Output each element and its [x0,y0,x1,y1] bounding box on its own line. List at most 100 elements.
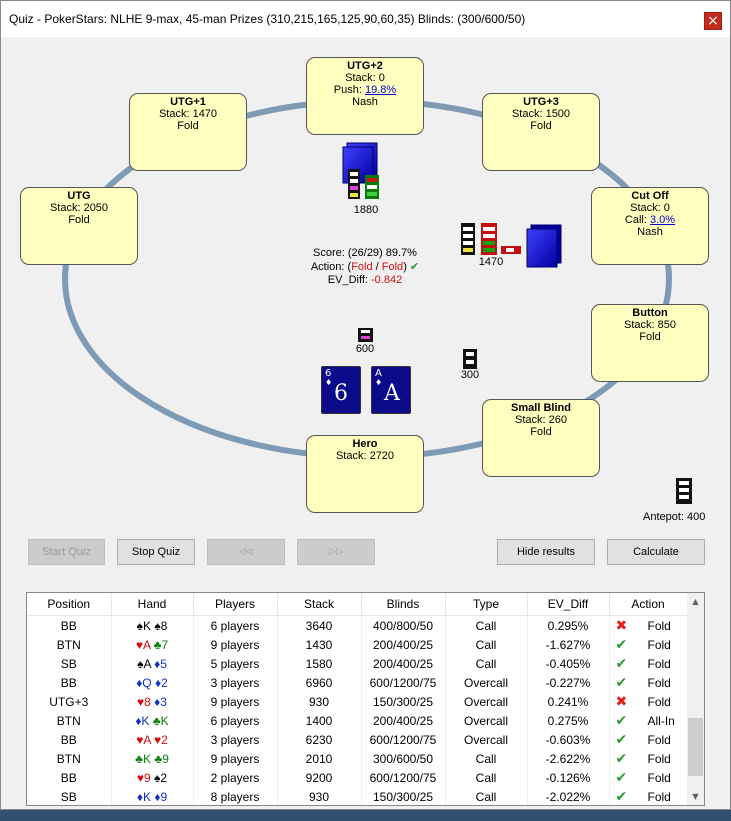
column-header-players[interactable]: Players [193,593,278,616]
cell-evdiff: -2.622% [527,749,610,768]
cell-blinds: 200/400/25 [361,654,446,673]
cutoff-chip-stack-icon [461,223,562,268]
seat-stack: Stack: 850 [624,319,676,331]
calculate-button[interactable]: Calculate [607,539,705,565]
utg2-bet-amount: 1880 [353,204,379,216]
seat-name: Small Blind [511,402,571,414]
seat-button[interactable]: Button Stack: 850 Fold [591,304,709,382]
seat-hero[interactable]: Hero Stack: 2720 [306,435,424,513]
seat-name: UTG+2 [347,60,383,72]
close-button[interactable]: × [704,12,722,30]
action-label: Fold [647,751,671,766]
column-header-hand[interactable]: Hand [111,593,194,616]
scroll-down-icon[interactable]: ▼ [692,792,699,801]
rewind-button[interactable]: ◁◁ [207,539,285,565]
check-icon: ✔ [615,769,628,786]
start-quiz-button[interactable]: Start Quiz [28,539,105,565]
seat-cutoff[interactable]: Cut Off Stack: 0 Call: 3.0% Nash [591,187,709,265]
check-icon: ✔ [615,788,628,805]
hand-card-2: ♦3 [154,694,167,709]
hand-card-1: ♦Q [136,675,152,690]
seat-name: UTG+1 [170,96,206,108]
seat-stack: Stack: 2050 [49,202,109,214]
hand-card-1: ♠A [137,656,151,671]
sb-chip-icon [463,349,477,369]
cell-position: BB [27,730,112,749]
seat-stack: Stack: 0 [630,202,670,214]
cell-action: ✔All-In [609,711,688,730]
action-label: Fold [647,789,671,804]
cell-hand: ♦K ♣K [111,711,194,730]
hand-card-2: ♦2 [155,675,168,690]
title-bar: Quiz - PokerStars: NLHE 9-max, 45-man Pr… [1,1,730,37]
column-header-type[interactable]: Type [445,593,528,616]
cell-hand: ♥9 ♠2 [111,768,194,787]
cell-type: Overcall [445,673,528,692]
push-label: Push: [333,84,365,96]
cell-blinds: 200/400/25 [361,711,446,730]
scroll-up-icon[interactable]: ▲ [692,597,699,606]
call-range-link[interactable]: 3.0% [649,214,676,226]
column-header-action[interactable]: Action [609,593,688,616]
forward-button[interactable]: ▷▷ [297,539,375,565]
action-label: Fold [647,618,671,633]
results-list[interactable]: Position Hand Players Stack Blinds Type … [26,592,705,806]
stop-quiz-button[interactable]: Stop Quiz [117,539,195,565]
column-header-evdiff[interactable]: EV_Diff [527,593,610,616]
column-header-blinds[interactable]: Blinds [361,593,446,616]
seat-utg3[interactable]: UTG+3 Stack: 1500 Fold [482,93,600,171]
cell-type: Overcall [445,730,528,749]
column-header-stack[interactable]: Stack [277,593,362,616]
cell-stack: 6960 [277,673,362,692]
column-header-position[interactable]: Position [27,593,112,616]
scroll-thumb[interactable] [688,718,703,776]
sb-bet-amount: 300 [460,369,480,381]
cell-players: 3 players [193,673,278,692]
cell-evdiff: 0.295% [527,615,610,635]
cell-position: SB [27,654,112,673]
cell-position: BTN [27,635,112,654]
hand-card-1: ♦K [135,713,150,728]
antepot-chip-icon [676,478,692,504]
cell-action: ✔Fold [609,654,688,673]
seat-utg1[interactable]: UTG+1 Stack: 1470 Fold [129,93,247,171]
cell-type: Overcall [445,711,528,730]
cell-evdiff: -0.405% [527,654,610,673]
seat-small-blind[interactable]: Small Blind Stack: 260 Fold [482,399,600,477]
cell-players: 9 players [193,692,278,711]
poker-table-area: UTG+2 Stack: 0 Push: 19.8% Nash UTG+1 St… [1,37,730,532]
action-label: Fold [647,694,671,709]
cell-stack: 1400 [277,711,362,730]
cell-players: 3 players [193,730,278,749]
seat-utg2[interactable]: UTG+2 Stack: 0 Push: 19.8% Nash [306,57,424,135]
cell-type: Overcall [445,692,528,711]
hero-card-1: 6 ♦ 6 [321,366,361,414]
seat-utg[interactable]: UTG Stack: 2050 Fold [20,187,138,265]
cell-type: Call [445,654,528,673]
cell-hand: ♠A ♦5 [111,654,194,673]
cross-icon: ✖ [615,693,628,710]
cell-hand: ♣K ♣9 [111,749,194,768]
cell-evdiff: -2.022% [527,787,610,805]
hand-card-2: ♣9 [154,751,169,766]
results-table: Position Hand Players Stack Blinds Type … [27,593,688,805]
window-title: Quiz - PokerStars: NLHE 9-max, 45-man Pr… [9,12,526,26]
push-range-link[interactable]: 19.8% [364,84,397,96]
cell-players: 5 players [193,654,278,673]
results-header-row: Position Hand Players Stack Blinds Type … [27,593,688,616]
results-scrollbar[interactable]: ▲ ▼ [687,593,704,805]
cell-action: ✔Fold [609,730,688,749]
score-panel: Score: (26/29) 89.7% Action: (Fold / Fol… [291,247,439,287]
hide-results-button[interactable]: Hide results [497,539,595,565]
antepot-label: Antepot: 400 [643,511,706,523]
